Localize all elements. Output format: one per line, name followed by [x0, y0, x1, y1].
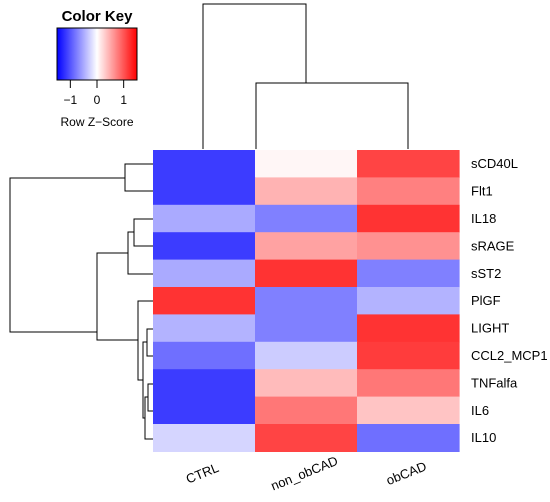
heatmap-cell [255, 259, 358, 288]
row-label: sCD40L [471, 156, 518, 171]
column-label: CTRL [184, 460, 221, 487]
row-dendrogram-branch [146, 328, 153, 357]
heatmap-cell [255, 369, 358, 398]
heatmap-cell [255, 177, 358, 206]
row-label: sRAGE [471, 238, 515, 253]
row-dendrogram-branch [9, 177, 125, 333]
heatmap-cell [357, 232, 460, 261]
row-dendrogram [9, 163, 153, 440]
column-dendrogram-branch [255, 82, 409, 149]
row-label: IL18 [471, 211, 496, 226]
row-dendrogram-branch [137, 300, 153, 381]
heatmap-cell [153, 396, 256, 425]
color-key-title: Color Key [62, 8, 134, 25]
column-label: non_obCAD [269, 453, 340, 493]
row-dendrogram-branch [124, 163, 153, 192]
column-dendrogram [202, 3, 409, 149]
heatmap-cell [357, 150, 460, 178]
row-label: TNFalfa [471, 375, 518, 390]
heatmap-cell [357, 396, 460, 425]
heatmap-cell [357, 341, 460, 370]
heatmap-cell [255, 314, 358, 343]
row-dendrogram-branch [133, 218, 153, 247]
row-dendrogram-branch [144, 396, 153, 440]
heatmap-cell [357, 287, 460, 315]
heatmap-cell [357, 369, 460, 398]
heatmap-cell [153, 204, 256, 233]
column-label: obCAD [384, 458, 428, 488]
heatmap-cell [357, 177, 460, 206]
heatmap-cells [153, 150, 460, 452]
heatmap-cell [255, 150, 358, 178]
heatmap-cell [255, 232, 358, 261]
row-label: IL10 [471, 430, 496, 445]
heatmap-cell [153, 341, 256, 370]
heatmap-cell [153, 314, 256, 343]
row-dendrogram-branch [147, 383, 153, 412]
heatmap-cell [153, 287, 256, 315]
row-label: PlGF [471, 293, 501, 308]
heatmap-cell [153, 369, 256, 398]
color-key-label: Row Z−Score [60, 115, 133, 129]
color-key-gradient [56, 27, 138, 81]
row-label: Flt1 [471, 184, 493, 199]
column-labels: CTRL non_obCAD obCAD [184, 453, 429, 493]
heatmap-cell [255, 396, 358, 425]
row-label: CCL2_MCP1 [471, 348, 548, 363]
row-label: IL6 [471, 403, 489, 418]
heatmap-cell [153, 232, 256, 261]
color-key-tick-label: −1 [63, 93, 77, 107]
color-key-ticks: −1 0 1 [63, 80, 127, 107]
heatmap-cell [357, 314, 460, 343]
row-dendrogram-branch [127, 231, 153, 275]
row-label: sST2 [471, 266, 501, 281]
heatmap-cell [255, 204, 358, 233]
heatmap-cell [153, 424, 256, 452]
color-key: Color Key −1 0 1 Row Z−Score [56, 8, 138, 129]
heatmap-cell [153, 177, 256, 206]
heatmap-cell [255, 287, 358, 315]
heatmap-cell [255, 341, 358, 370]
heatmap-cell [153, 259, 256, 288]
heatmap-cell [255, 424, 358, 452]
heatmap-cell [153, 150, 256, 178]
row-dendrogram-branch [96, 252, 138, 341]
column-dendrogram-branch [202, 3, 307, 149]
color-key-tick-label: 1 [120, 93, 127, 107]
color-key-tick-label: 0 [94, 93, 101, 107]
row-label: LIGHT [471, 321, 509, 336]
heatmap-cell [357, 424, 460, 452]
heatmap-cell [357, 204, 460, 233]
heatmap-cell [357, 259, 460, 288]
